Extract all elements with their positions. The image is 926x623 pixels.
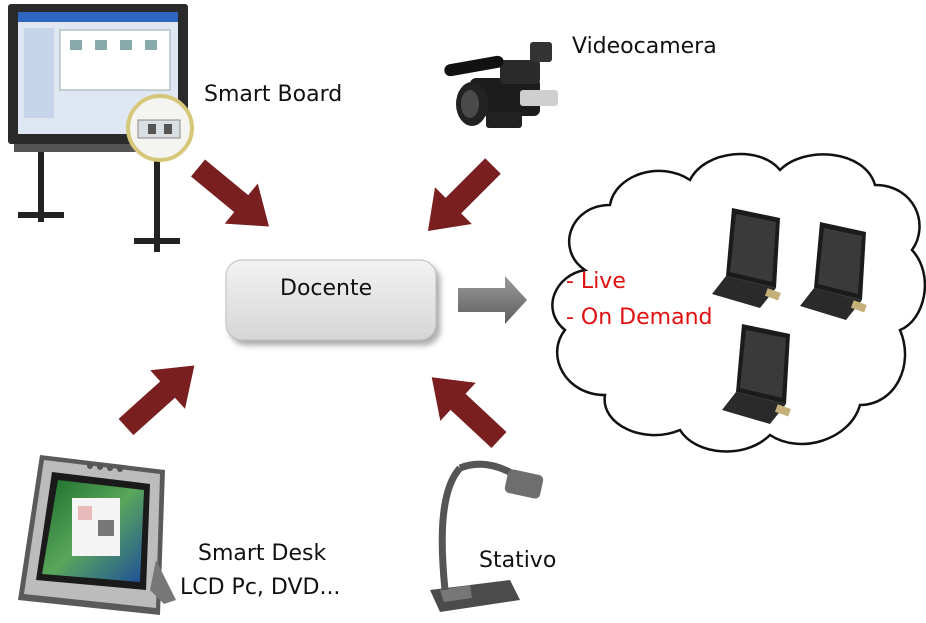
cloud-item-on-demand: - On Demand	[566, 305, 713, 330]
arrow-from-smart-board	[191, 159, 269, 227]
arrow-to-cloud	[458, 276, 527, 324]
arrow-from-videocamera	[427, 158, 501, 232]
smart-board-label: Smart Board	[204, 82, 343, 107]
stativo-icon	[430, 460, 544, 612]
laptop-icon	[800, 222, 867, 320]
laptop-icon	[722, 324, 791, 424]
docente-label: Docente	[280, 276, 373, 301]
arrow-from-smart-desk	[118, 365, 195, 436]
smart-desk-label: Smart Desk	[198, 541, 327, 566]
smart-desk-sublabel: LCD Pc, DVD...	[180, 575, 341, 600]
arrow-from-stativo	[431, 377, 507, 449]
cloud-item-live: - Live	[566, 269, 626, 294]
smart-desk-icon	[18, 455, 176, 615]
videocamera-label: Videocamera	[572, 34, 717, 59]
docente-box	[225, 259, 437, 341]
videocamera-icon	[444, 42, 558, 128]
smart-board-icon	[8, 4, 194, 252]
stativo-label: Stativo	[479, 548, 557, 573]
laptop-icon	[712, 208, 781, 308]
